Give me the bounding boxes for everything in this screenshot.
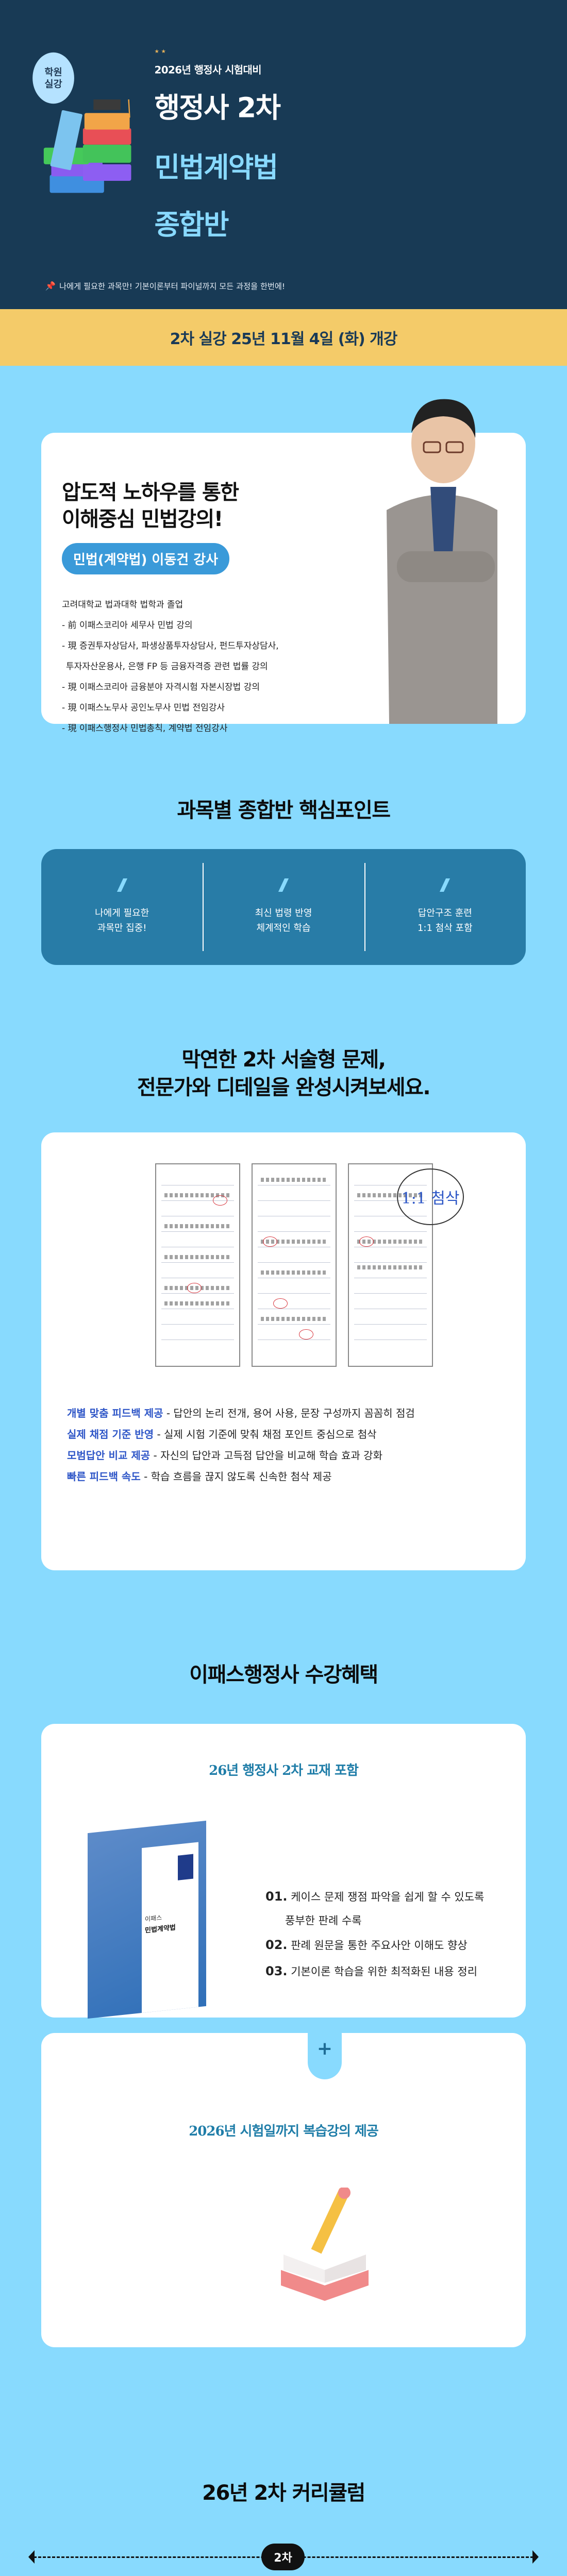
section-title: 과목별 종합반 핵심포인트	[177, 799, 391, 822]
book-stack-graduation-cap-icon	[43, 99, 131, 193]
career-item: - 現 증권투자상담사, 파생상품투자상담사, 펀드투자상담사,	[62, 640, 279, 651]
curriculum-timeline: 2차	[28, 2537, 539, 2576]
career-item: - 現 이패스코리아 금융분야 자격시험 자본시장법 강의	[62, 682, 260, 692]
feature-text-cont: 풍부한 판례 수록	[285, 1914, 362, 1927]
hero-title-line3: 종합반	[154, 208, 229, 241]
book-year-badge	[178, 1854, 193, 1880]
key-point-line1: 최신 법령 반영	[255, 907, 312, 919]
hero-title-line1: 행정사 2차	[154, 91, 281, 124]
feature-text: 판례 원문을 통한 주요사안 이해도 향상	[291, 1939, 468, 1952]
timeline-tag: 2차	[261, 2544, 305, 2570]
instructor-portrait-photo	[387, 399, 497, 724]
career-item: 투자자산운용사, 은행 FP 등 금융자격증 관련 법률 강의	[66, 661, 268, 672]
exam-year-eyebrow: 2026년 행정사 시험대비	[154, 64, 262, 77]
textbook-benefit-card: 26년 행정사 2차 교재 포함 이패스 민법계약법 01. 케이스 문제 쟁점…	[41, 1724, 526, 2019]
instructor-section: 압도적 노하우를 통한 이해중심 민법강의! 민법(계약법) 이동건 강사 고려…	[0, 366, 567, 762]
feature-title: 빠른 피드백 속도	[67, 1470, 141, 1483]
one-on-one-correction-bubble: 1:1 첨삭	[397, 1168, 464, 1225]
book-name: 민법계약법	[145, 1924, 176, 1935]
career-item: 고려대학교 법과대학 법학과 졸업	[62, 600, 184, 610]
feature-number: 03.	[265, 1963, 288, 1978]
answer-sheet-image	[251, 1163, 337, 1367]
slash-accent-icon	[116, 878, 127, 892]
correction-feature: 개별 맞춤 피드백 제공 - 답안의 논리 전개, 용어 사용, 문장 구성까지…	[67, 1403, 526, 1424]
key-point-line2: 과목만 집중!	[97, 922, 147, 934]
key-point-line1: 답안구조 훈련	[418, 907, 472, 919]
instructor-headline: 압도적 노하우를 통한 이해중심 민법강의!	[62, 479, 526, 533]
key-point-line1: 나에게 필요한	[95, 907, 149, 919]
bubble-text: 1:1 첨삭	[401, 1190, 460, 1208]
feature-text: 기본이론 학습을 위한 최적화된 내용 정리	[291, 1965, 478, 1978]
benefit-card-title: 26년 행정사 2차 교재 포함	[209, 1763, 359, 1778]
textbook-feature: 01. 케이스 문제 쟁점 파악을 쉽게 할 수 있도록	[265, 1884, 484, 1909]
answer-sheet-image	[155, 1163, 240, 1367]
tagline-text: 나에게 필요한 과목만! 기본이론부터 파이널까지 모든 과정을 한번에!	[59, 282, 286, 292]
feature-desc: - 답안의 논리 전개, 용어 사용, 문장 구성까지 꼼꼼히 점검	[163, 1407, 415, 1419]
slash-accent-icon	[278, 878, 289, 892]
feature-desc: - 자신의 답안과 고득점 답안을 비교해 학습 효과 강화	[150, 1449, 382, 1462]
pencil-book-icon	[281, 2188, 369, 2301]
feature-text: 케이스 문제 쟁점 파악을 쉽게 할 수 있도록	[291, 1891, 485, 1903]
feature-title: 실제 채점 기준 반영	[67, 1428, 154, 1440]
headline-line2: 이해중심 민법강의!	[62, 507, 223, 531]
key-point-item: 답안구조 훈련 1:1 첨삭 포함	[364, 862, 526, 951]
curriculum-section: 26년 2차 커리큘럼 2차 STEP 01 기본이론 체계적 이론정립 › S…	[0, 2347, 567, 2576]
slash-accent-icon	[440, 878, 451, 892]
instructor-career-list: 고려대학교 법과대학 법학과 졸업 - 前 이패스코리아 세무사 민법 강의 -…	[62, 595, 526, 739]
key-point-line2: 체계적인 학습	[256, 922, 311, 934]
academy-lecture-badge: 학원 실강	[32, 52, 74, 104]
correction-section: 막연한 2차 서술형 문제, 전문가와 디테일을 완성시켜보세요.	[0, 1030, 567, 1570]
textbook-feature: 02. 판례 원문을 통한 주요사안 이해도 향상	[265, 1932, 484, 1958]
career-item: - 現 이패스행정사 민법총칙, 계약법 전임강사	[62, 723, 228, 734]
pushpin-icon: 📌	[45, 281, 56, 291]
feature-number: 01.	[265, 1889, 288, 1904]
textbook-cover-image: 이패스 민법계약법	[88, 1820, 206, 2019]
instructor-card: 압도적 노하우를 통한 이해중심 민법강의! 민법(계약법) 이동건 강사 고려…	[41, 399, 526, 734]
section-title: 26년 2차 커리큘럼	[202, 2481, 365, 2505]
feature-number: 02.	[265, 1938, 288, 1953]
textbook-feature: 03. 기본이론 학습을 위한 최적화된 내용 정리	[265, 1958, 484, 1984]
correction-feature: 빠른 피드백 속도 - 학습 흐름을 끊지 않도록 신속한 첨삭 제공	[67, 1466, 526, 1487]
headline-line1: 압도적 노하우를 통한	[62, 481, 239, 504]
benefits-section: 이패스행정사 수강혜택 26년 행정사 2차 교재 포함 이패스 민법계약법 0…	[0, 1570, 567, 2347]
arrow-right-icon	[532, 2550, 539, 2564]
career-item: - 現 이패스노무사 공인노무사 민법 전임강사	[62, 702, 225, 713]
feature-desc: - 실제 시험 기준에 맞춰 채점 포인트 중심으로 첨삭	[154, 1428, 377, 1440]
career-item: - 前 이패스코리아 세무사 민법 강의	[62, 620, 193, 631]
key-point-line2: 1:1 첨삭 포함	[417, 922, 473, 934]
badge-line2: 실강	[44, 78, 62, 90]
review-lecture-benefit-card: + 2026년 시험일까지 복습강의 제공	[41, 2018, 526, 2347]
feature-title: 모범답안 비교 제공	[67, 1449, 151, 1462]
key-points-card: 나에게 필요한 과목만 집중! 최신 법령 반영 체계적인 학습 답안구조 훈련…	[41, 849, 526, 965]
book-face: 이패스 민법계약법	[142, 1842, 198, 2013]
section-title: 이패스행정사 수강혜택	[189, 1663, 378, 1687]
section-title: 막연한 2차 서술형 문제, 전문가와 디테일을 완성시켜보세요.	[0, 1046, 567, 1101]
correction-feature-list: 개별 맞춤 피드백 제공 - 답안의 논리 전개, 용어 사용, 문장 구성까지…	[67, 1403, 526, 1487]
correction-feature: 실제 채점 기준 반영 - 실제 시험 기준에 맞춰 채점 포인트 중심으로 첨…	[67, 1424, 526, 1445]
correction-feature: 모범답안 비교 제공 - 자신의 답안과 고득점 답안을 비교해 학습 효과 강…	[67, 1445, 526, 1466]
hero-banner: 학원 실강 ★★ 2026년 행정사 시험대비 행정사 2차 민법계약법 종합반	[0, 0, 567, 309]
key-points-section: 과목별 종합반 핵심포인트 나에게 필요한 과목만 집중! 최신 법령 반영 체…	[0, 762, 567, 1030]
arrow-left-icon	[28, 2550, 35, 2564]
hero-title-line2: 민법계약법	[154, 151, 279, 184]
title-line1: 막연한 2차 서술형 문제,	[181, 1048, 386, 1072]
title-line2: 전문가와 디테일을 완성시켜보세요.	[137, 1076, 431, 1099]
book-brand: 이패스	[145, 1913, 162, 1923]
key-point-item: 나에게 필요한 과목만 집중!	[41, 878, 203, 936]
instructor-name-pill: 민법(계약법) 이동건 강사	[62, 543, 230, 574]
plus-icon: +	[308, 2018, 342, 2079]
badge-line1: 학원	[44, 66, 62, 78]
opening-date-text: 2차 실강 25년 11월 4일 (화) 개강	[170, 330, 398, 348]
key-point-item: 최신 법령 반영 체계적인 학습	[203, 862, 364, 951]
textbook-feature-list: 01. 케이스 문제 쟁점 파악을 쉽게 할 수 있도록 풍부한 판례 수록 0…	[265, 1884, 484, 1984]
feature-desc: - 학습 흐름을 끊지 않도록 신속한 첨삭 제공	[140, 1470, 332, 1483]
star-icon: ★★	[154, 48, 168, 55]
opening-date-bar: 2차 실강 25년 11월 4일 (화) 개강	[0, 309, 567, 366]
correction-card: 1:1 첨삭 개별 맞춤 피드백 제공 - 답안의 논리 전개, 용어 사용, …	[41, 1132, 526, 1570]
benefit-card-title: 2026년 시험일까지 복습강의 제공	[189, 2124, 379, 2139]
feature-title: 개별 맞춤 피드백 제공	[67, 1407, 163, 1419]
hero-tagline: 📌 나에게 필요한 과목만! 기본이론부터 파이널까지 모든 과정을 한번에!	[45, 280, 285, 292]
